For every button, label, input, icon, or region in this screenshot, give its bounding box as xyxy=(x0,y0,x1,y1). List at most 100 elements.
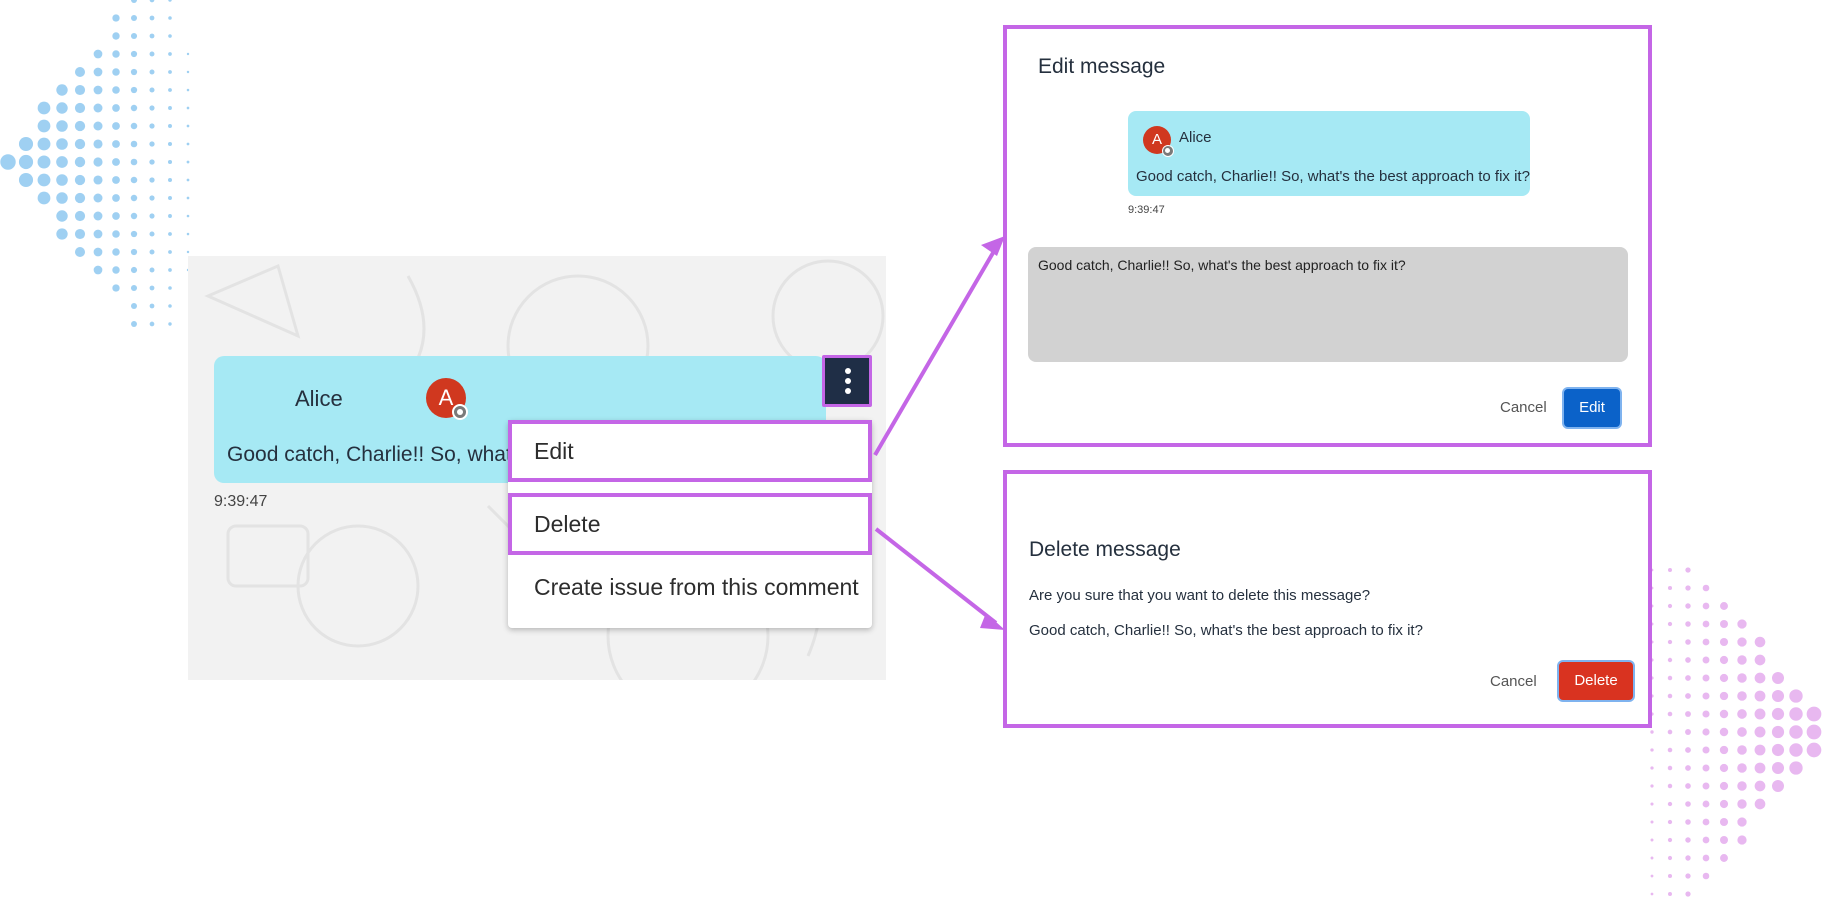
decorative-dot xyxy=(74,174,86,186)
decorative-dot xyxy=(1719,727,1729,737)
decorative-dot xyxy=(131,321,137,327)
decorative-dot xyxy=(1702,764,1710,772)
decorative-dot xyxy=(1737,673,1747,683)
decorative-dot xyxy=(149,51,155,57)
decorative-dot xyxy=(1667,747,1673,753)
decorative-dot xyxy=(74,246,86,258)
message-preview-bubble: A Alice Good catch, Charlie!! So, what's… xyxy=(1128,111,1530,196)
decorative-dot xyxy=(1737,619,1747,629)
decorative-dot xyxy=(1667,765,1673,771)
decorative-dot xyxy=(1650,802,1654,806)
decorative-dot xyxy=(112,176,120,184)
decorative-dot xyxy=(112,86,120,94)
decorative-dot xyxy=(1754,726,1766,738)
edit-button[interactable]: Edit xyxy=(1564,389,1620,427)
decorative-dot xyxy=(37,137,51,151)
decorative-dot xyxy=(18,136,34,152)
decorative-dot xyxy=(168,322,172,326)
decorative-dot xyxy=(1719,637,1729,647)
decorative-dot xyxy=(1650,748,1654,752)
decorative-dot xyxy=(1685,783,1691,789)
decorative-dot xyxy=(168,70,172,74)
decorative-dot xyxy=(93,139,103,149)
decorative-dot xyxy=(1650,856,1654,860)
decorative-dot xyxy=(1685,585,1691,591)
decorative-dot xyxy=(1667,819,1673,825)
decorative-dot xyxy=(1719,673,1729,683)
decorative-dot xyxy=(1702,872,1710,880)
decorative-dot xyxy=(74,228,86,240)
decorative-dot xyxy=(1685,873,1691,879)
decorative-dot xyxy=(1685,891,1691,897)
decorative-dot xyxy=(1702,836,1710,844)
decorative-dot xyxy=(74,138,86,150)
decorative-dot xyxy=(186,124,190,128)
dialog-title: Edit message xyxy=(1038,55,1166,78)
decorative-dot xyxy=(1719,763,1729,773)
decorative-dot xyxy=(18,154,34,170)
dialog-title: Delete message xyxy=(1029,538,1181,561)
decorative-dot xyxy=(149,195,155,201)
decorative-dot xyxy=(130,32,138,40)
decorative-dot xyxy=(1702,728,1710,736)
decorative-dot xyxy=(1667,603,1673,609)
decorative-dot xyxy=(168,52,172,56)
message-options-button[interactable] xyxy=(822,355,872,407)
menu-item-edit[interactable]: Edit xyxy=(508,420,872,482)
edit-message-dialog: Edit message A Alice Good catch, Charlie… xyxy=(1003,25,1652,447)
edit-message-textarea[interactable]: Good catch, Charlie!! So, what's the bes… xyxy=(1028,247,1628,362)
decorative-dot xyxy=(1702,854,1710,862)
decorative-dot xyxy=(1685,657,1691,663)
decorative-dot xyxy=(37,119,51,133)
menu-item-delete[interactable]: Delete xyxy=(508,493,872,555)
decorative-dot xyxy=(56,192,68,204)
decorative-dot xyxy=(93,157,103,167)
decorative-dot xyxy=(186,142,190,146)
cancel-button[interactable]: Cancel xyxy=(1500,399,1547,416)
decorative-dot xyxy=(167,177,173,183)
decorative-dot xyxy=(1650,892,1654,896)
decorative-dot xyxy=(74,210,86,222)
decorative-dot xyxy=(130,158,138,166)
decorative-dot xyxy=(168,268,172,272)
decorative-dot xyxy=(18,172,34,188)
decorative-dot xyxy=(56,174,68,186)
decorative-dot xyxy=(1685,711,1691,717)
decorative-dot xyxy=(149,105,155,111)
decorative-dot xyxy=(1685,603,1691,609)
decorative-dot xyxy=(1667,729,1673,735)
decorative-dot xyxy=(186,214,190,218)
decorative-dot xyxy=(1702,638,1710,646)
decorative-dot xyxy=(1702,656,1710,664)
cancel-button[interactable]: Cancel xyxy=(1490,673,1537,690)
decorative-dot xyxy=(1789,761,1803,775)
decorative-dot xyxy=(1685,621,1691,627)
decorative-dot xyxy=(1650,838,1654,842)
decorative-dot xyxy=(112,68,120,76)
decorative-dot xyxy=(1668,892,1672,896)
decorative-dot xyxy=(1754,636,1766,648)
decorative-dot xyxy=(1702,602,1710,610)
decorative-dot xyxy=(1667,693,1673,699)
decorative-dot xyxy=(130,14,138,22)
decorative-dot xyxy=(74,102,86,114)
decorative-dot xyxy=(1737,691,1747,701)
avatar[interactable]: A xyxy=(426,378,468,420)
delete-confirmation-question: Are you sure that you want to delete thi… xyxy=(1029,587,1371,604)
avatar: A xyxy=(1143,126,1174,157)
message-text: Good catch, Charlie!! So, what's the bes… xyxy=(1136,168,1530,185)
decorative-dot xyxy=(1771,707,1785,721)
decorative-dot xyxy=(112,266,120,274)
kebab-dot xyxy=(845,388,851,394)
decorative-dot xyxy=(167,141,173,147)
decorative-dot xyxy=(186,250,190,254)
decorative-dot xyxy=(112,104,120,112)
decorative-dot xyxy=(168,196,172,200)
delete-button[interactable]: Delete xyxy=(1559,662,1633,700)
decorative-dot xyxy=(1754,744,1766,756)
decorative-dot xyxy=(1789,743,1803,757)
decorative-dot xyxy=(149,267,155,273)
decorative-dot xyxy=(112,248,120,256)
decorative-dot xyxy=(186,106,190,110)
menu-item-create-issue[interactable]: Create issue from this comment xyxy=(534,574,859,600)
